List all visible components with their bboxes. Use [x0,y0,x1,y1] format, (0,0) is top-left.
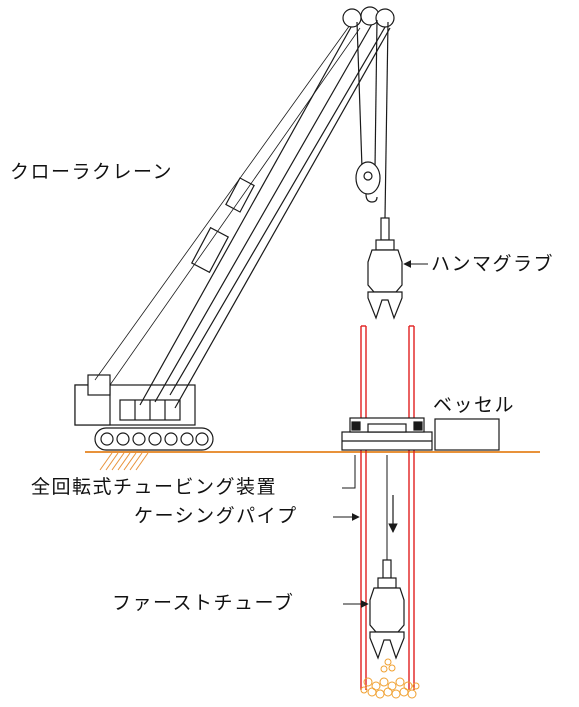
label-hammer-grab: ハンマグラブ [431,253,555,275]
tubing-machine [341,417,433,451]
label-first-tube: ファーストチューブ [112,592,295,614]
hook-block [355,161,381,195]
ground-hatch [99,452,149,471]
track-wheels [100,432,209,446]
crane-cab [87,374,111,396]
hammer-grab-lower [369,559,405,660]
leader-lines [333,260,428,608]
hammer-grab-upper [367,217,403,320]
label-vessel: ベッセル [433,394,516,416]
vessel-box [434,418,500,451]
boom-sheave [342,8,362,28]
crawler-crane [74,6,395,451]
spoil [360,658,420,699]
rotator-leader [342,455,356,489]
crane-boom [139,19,391,409]
label-casing-pipe: ケーシングパイプ [134,505,298,527]
label-crawler-crane: クローラクレーン [10,161,174,183]
label-rotator: 全回転式チュービング装置 [31,476,278,498]
casing-pipe [360,325,415,690]
